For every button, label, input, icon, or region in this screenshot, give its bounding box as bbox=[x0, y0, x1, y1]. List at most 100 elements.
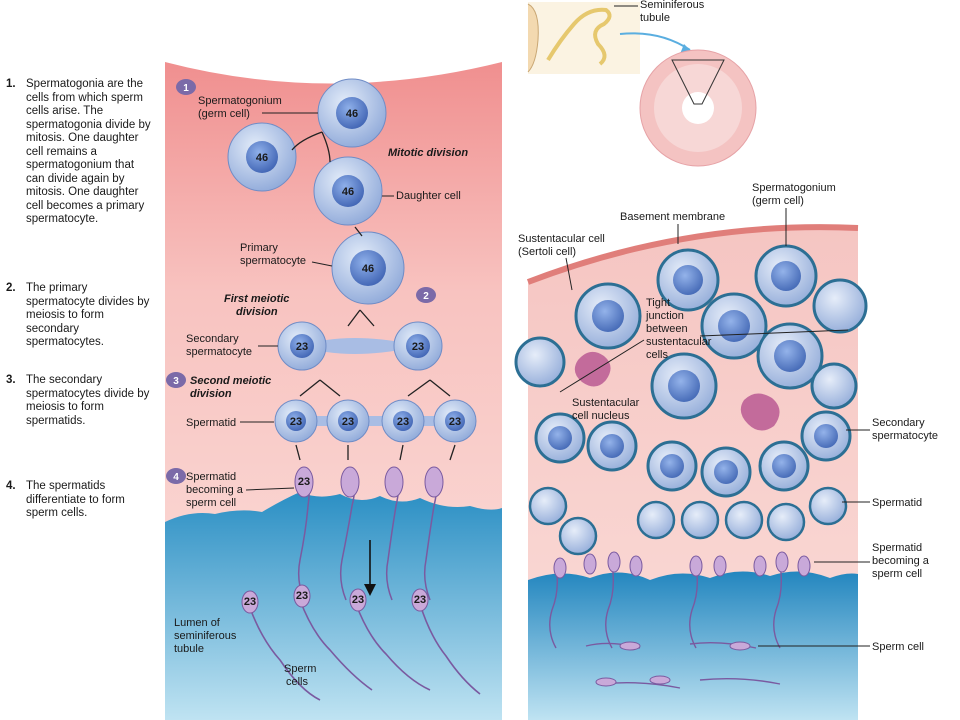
label-second-meiotic: Second meiotic bbox=[190, 375, 271, 387]
chromosome-count: 23 bbox=[296, 341, 308, 353]
step-badge-3: 3 bbox=[166, 372, 186, 388]
chromosome-count: 46 bbox=[346, 108, 358, 120]
label-spermatid-becoming: Spermatid bbox=[872, 542, 922, 554]
label-cells: cells bbox=[646, 349, 669, 361]
leader-line bbox=[565, 257, 573, 291]
secondary-spermatocyte-pair: 23 23 bbox=[277, 321, 443, 371]
step-number: 1. bbox=[6, 78, 16, 90]
svg-text:4: 4 bbox=[173, 472, 179, 483]
step-text: The spermatids differentiate to form spe… bbox=[26, 480, 125, 519]
chromosome-count: 23 bbox=[298, 476, 310, 488]
germ-cells bbox=[514, 244, 868, 420]
chromosome-count: 23 bbox=[414, 594, 426, 606]
label-spermatogonium: Spermatogonium bbox=[752, 182, 836, 194]
label-first-meiotic: First meiotic bbox=[224, 293, 289, 305]
label-seminiferous: seminiferous bbox=[174, 630, 237, 642]
chromosome-count: 23 bbox=[296, 590, 308, 602]
step-badge-2: 2 bbox=[416, 287, 436, 303]
secondary-spermatocyte-cells bbox=[534, 410, 852, 498]
chromosome-count: 46 bbox=[342, 186, 354, 198]
left-diagram: 46 46 46 46 23 23 23 bbox=[165, 62, 502, 720]
label-sustentacular-nucleus: Sustentacular bbox=[572, 397, 640, 409]
label-spermatocyte: spermatocyte bbox=[186, 346, 252, 358]
tubule-inset: Seminiferous tubule bbox=[527, 0, 757, 167]
svg-text:3: 3 bbox=[173, 376, 179, 387]
label-germ-cell: (germ cell) bbox=[198, 108, 250, 120]
label-spermatocyte: spermatocyte bbox=[240, 255, 306, 267]
step-badge-4: 4 bbox=[166, 468, 186, 484]
label-cell-nucleus: cell nucleus bbox=[572, 410, 630, 422]
chromosome-count: 23 bbox=[412, 341, 424, 353]
step-number: 2. bbox=[6, 282, 16, 294]
meiosis-arrow bbox=[354, 226, 363, 237]
meiosis-arrow bbox=[347, 309, 375, 327]
chromosome-count: 23 bbox=[244, 596, 256, 608]
label-primary: Primary bbox=[240, 242, 278, 254]
label-spermatid-becoming: Spermatid bbox=[186, 471, 236, 483]
label-tubule: tubule bbox=[640, 12, 670, 24]
label-sperm-cell: sperm cell bbox=[186, 497, 236, 509]
leader-line bbox=[559, 329, 849, 393]
chromosome-count: 23 bbox=[397, 416, 409, 428]
daughter-cell: 46 bbox=[313, 156, 383, 226]
label-between: between bbox=[646, 323, 688, 335]
leader-line bbox=[311, 261, 333, 267]
label-tubule: tubule bbox=[174, 643, 204, 655]
label-lumen-of: Lumen of bbox=[174, 617, 221, 629]
lumen-region bbox=[165, 492, 502, 720]
free-sperm-right bbox=[585, 641, 781, 689]
label-spermatid: Spermatid bbox=[872, 497, 922, 509]
right-diagram: Seminiferous tubule bbox=[514, 0, 938, 720]
label-seminiferous-tubule: Seminiferous bbox=[640, 0, 705, 11]
arrowhead bbox=[364, 584, 376, 596]
step-badge-1: 1 bbox=[176, 79, 196, 95]
label-spermatogonium: Spermatogonium bbox=[198, 95, 282, 107]
free-sperm-group bbox=[241, 584, 481, 701]
chromosome-count: 46 bbox=[362, 263, 374, 275]
chromosome-count: 46 bbox=[256, 152, 268, 164]
label-sperm-cell-free: Sperm cell bbox=[872, 641, 924, 653]
svg-text:1: 1 bbox=[183, 83, 189, 94]
label-junction: junction bbox=[645, 310, 684, 322]
label-spermatid: Spermatid bbox=[186, 417, 236, 429]
label-becoming-a: becoming a bbox=[872, 555, 930, 567]
step-text: The secondary spermatocytes divide by me… bbox=[26, 374, 150, 427]
developing-sperm-group bbox=[294, 466, 444, 601]
mitosis-arrow bbox=[321, 131, 331, 163]
label-spermatocyte: spermatocyte bbox=[872, 430, 938, 442]
spermatogonium-copy-cell: 46 bbox=[227, 122, 297, 192]
chromosome-count: 23 bbox=[352, 594, 364, 606]
svg-text:2: 2 bbox=[423, 291, 429, 302]
label-sustentacular: sustentacular bbox=[646, 336, 712, 348]
meiosis-arrow bbox=[299, 379, 451, 397]
label-daughter-cell: Daughter cell bbox=[396, 190, 461, 202]
developing-sperm-right bbox=[549, 551, 811, 649]
label-division: division bbox=[236, 306, 278, 318]
label-becoming-a: becoming a bbox=[186, 484, 244, 496]
step-text: The primary spermatocyte divides by meio… bbox=[26, 282, 150, 348]
primary-spermatocyte-cell: 46 bbox=[331, 231, 405, 305]
mitosis-arrow bbox=[291, 131, 323, 151]
basement-membrane bbox=[526, 224, 859, 285]
step-number: 3. bbox=[6, 374, 16, 386]
label-sertoli-cell: (Sertoli cell) bbox=[518, 246, 576, 258]
step-number: 4. bbox=[6, 480, 16, 492]
label-tight: Tight bbox=[646, 297, 670, 309]
chromosome-count: 23 bbox=[290, 416, 302, 428]
label-basement-membrane: Basement membrane bbox=[620, 211, 725, 223]
spermatid-cells bbox=[528, 486, 848, 556]
differentiation-arrow bbox=[295, 444, 456, 461]
label-secondary: Secondary bbox=[872, 417, 925, 429]
step-text: Spermatogonia are the cells from which s… bbox=[26, 78, 151, 225]
label-sustentacular-cell: Sustentacular cell bbox=[518, 233, 605, 245]
spermatid-row: 23 23 23 23 bbox=[274, 399, 477, 443]
label-sperm-cell: sperm cell bbox=[872, 568, 922, 580]
label-sperm: Sperm bbox=[284, 663, 316, 675]
label-mitotic-division: Mitotic division bbox=[388, 147, 468, 159]
label-secondary: Secondary bbox=[186, 333, 239, 345]
spermatogonium-cell: 46 bbox=[317, 78, 387, 148]
label-division: division bbox=[190, 388, 232, 400]
label-cells: cells bbox=[286, 676, 309, 688]
leader-line bbox=[245, 487, 295, 491]
label-germ-cell: (germ cell) bbox=[752, 195, 804, 207]
